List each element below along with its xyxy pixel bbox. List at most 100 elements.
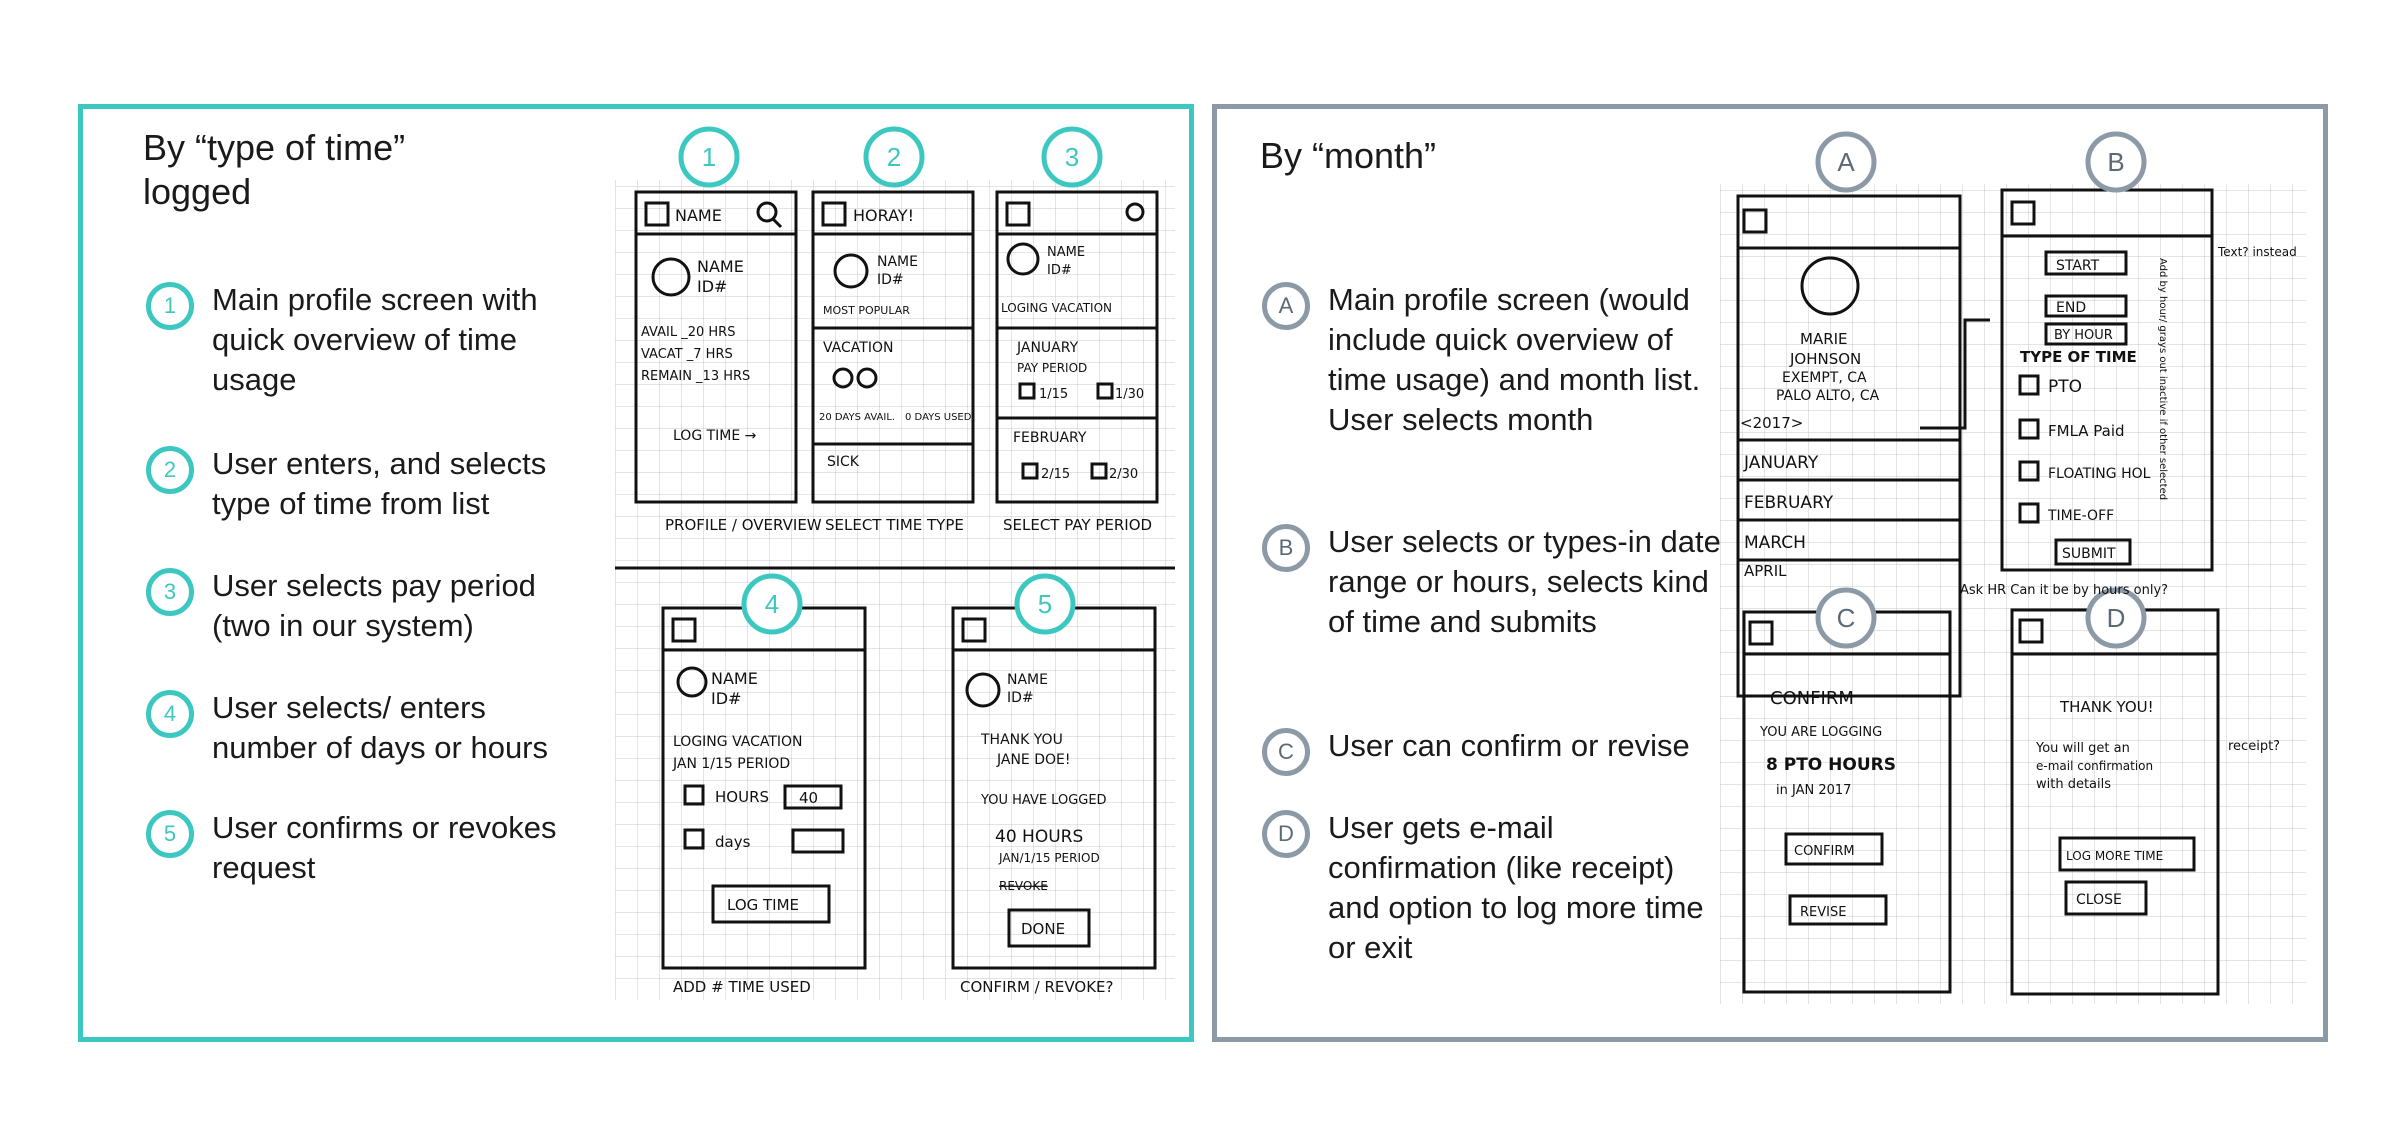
right-step-d: D User gets e-mail confirmation (like re…	[1262, 808, 1722, 968]
s2-days-used: 0 DAYS USED	[905, 412, 972, 423]
sA-name2: JOHNSON	[1789, 350, 1861, 368]
step-badge: A	[1262, 282, 1310, 330]
left-step-1: 1 Main profile screen with quick overvie…	[146, 280, 586, 400]
s5-revoke: REVOKE	[999, 879, 1048, 893]
right-step-c: C User can confirm or revise	[1262, 726, 1722, 776]
s3-p1: 1/15	[1039, 387, 1068, 402]
s2-popular: MOST POPULAR	[823, 304, 910, 317]
caption-2: SELECT TIME TYPE	[825, 516, 964, 534]
sketch-badge-4: 4	[765, 589, 779, 619]
sD-msg3: with details	[2036, 777, 2111, 792]
sD-note: receipt?	[2228, 739, 2280, 754]
s1-remain: REMAIN _13 HRS	[641, 369, 750, 384]
sketch-badge-c: C	[1837, 603, 1856, 633]
s4-days: days	[715, 833, 751, 851]
sketch-badge-a: A	[1837, 147, 1855, 177]
step-badge: 1	[146, 282, 194, 330]
s3-name: NAME	[1047, 245, 1085, 260]
sA-line3: EXEMPT, CA	[1782, 370, 1867, 386]
sA-m1: JANUARY	[1743, 453, 1819, 473]
step-text: User selects or types-in date range or h…	[1328, 524, 1721, 639]
sketch-badge-d: D	[2107, 603, 2126, 633]
s3-month2: FEBRUARY	[1013, 430, 1087, 446]
s4-id: ID#	[711, 689, 741, 708]
s3-month1: JANUARY	[1016, 340, 1079, 356]
left-title-line2: logged	[143, 171, 252, 212]
sB-start: START	[2056, 258, 2100, 274]
panel-month	[1212, 104, 2328, 1042]
s3-p4: 2/30	[1109, 467, 1138, 482]
s2-days-avail: 20 DAYS AVAIL.	[819, 412, 895, 423]
right-panel-title: By “month”	[1260, 135, 1437, 176]
s4-hours-val: 40	[799, 789, 818, 807]
sA-m4: APRIL	[1744, 562, 1787, 580]
step-badge: B	[1262, 524, 1310, 572]
s5-logged: YOU HAVE LOGGED	[980, 793, 1107, 808]
s3-pay: PAY PERIOD	[1017, 361, 1087, 375]
sD-msg2: e-mail confirmation	[2036, 759, 2153, 773]
s1-avail: AVAIL _20 HRS	[641, 325, 735, 340]
s2-item2: SICK	[827, 454, 860, 470]
s2-id: ID#	[877, 272, 904, 288]
sketch-badge-2: 2	[887, 142, 901, 172]
sketch-badge-5: 5	[1038, 589, 1052, 619]
s1-vacat: VACAT _7 HRS	[641, 347, 733, 362]
caption-1: PROFILE / OVERVIEW	[665, 516, 822, 534]
s2-item: VACATION	[823, 340, 893, 356]
sC-confirm-title: CONFIRM	[1770, 688, 1854, 709]
left-step-3: 3 User selects pay period (two in our sy…	[146, 566, 586, 646]
s5-id: ID#	[1007, 690, 1034, 706]
sketch-badge-1: 1	[702, 142, 716, 172]
step-text: User can confirm or revise	[1328, 728, 1690, 763]
sketch-badge-3: 3	[1065, 142, 1079, 172]
step-badge: 4	[146, 690, 194, 738]
step-text: Main profile screen with quick overview …	[212, 282, 538, 397]
s5-cta: DONE	[1021, 920, 1065, 938]
sC-amount: 8 PTO HOURS	[1766, 755, 1896, 775]
s4-hours: HOURS	[715, 788, 769, 806]
sB-submit: SUBMIT	[2062, 546, 2116, 562]
sC-when: in JAN 2017	[1776, 783, 1851, 798]
s3-p2: 1/30	[1115, 387, 1144, 402]
sB-byhour: BY HOUR	[2054, 328, 2113, 343]
step-text: User selects pay period (two in our syst…	[212, 568, 536, 643]
s2-header: HORAY!	[853, 206, 914, 225]
type-of-time-sketch: 1 2 3 4 5 NAME NAME ID# AVAIL _20 HRS VA…	[615, 120, 1175, 1000]
sketch-badge-b: B	[2107, 147, 2124, 177]
step-text: Main profile screen (would include quick…	[1328, 282, 1701, 437]
s1-name: NAME	[697, 257, 744, 276]
sC-confirm: CONFIRM	[1794, 844, 1855, 859]
step-badge: 3	[146, 568, 194, 616]
step-badge: 5	[146, 810, 194, 858]
left-title-line1: By “type of time”	[143, 127, 406, 168]
sB-end: END	[2056, 300, 2086, 316]
caption-5: CONFIRM / REVOKE?	[960, 978, 1114, 996]
caption-3: SELECT PAY PERIOD	[1003, 516, 1152, 534]
sD-more: LOG MORE TIME	[2066, 849, 2163, 863]
s5-thanks: THANK YOU	[980, 732, 1063, 748]
left-step-4: 4 User selects/ enters number of days or…	[146, 688, 586, 768]
sC-revise: REVISE	[1800, 905, 1846, 920]
s5-who: JANE DOE!	[996, 752, 1071, 768]
s4-cta: LOG TIME	[727, 896, 799, 914]
step-badge: C	[1262, 728, 1310, 776]
step-text: User gets e-mail confirmation (like rece…	[1328, 810, 1704, 965]
left-step-2: 2 User enters, and selects type of time …	[146, 444, 586, 524]
sB-o3: FLOATING HOL	[2048, 466, 2151, 482]
right-step-b: B User selects or types-in date range or…	[1262, 522, 1722, 642]
sB-o4: TIME-OFF	[2047, 508, 2114, 524]
month-sketch: A B C D MARIE JOHNSON EXEMPT, CA PALO AL…	[1720, 124, 2310, 1004]
sA-line4: PALO ALTO, CA	[1776, 388, 1880, 404]
sB-type: TYPE OF TIME	[2020, 348, 2137, 366]
sC-logging: YOU ARE LOGGING	[1759, 725, 1882, 740]
s5-period: JAN/1/15 PERIOD	[998, 851, 1100, 865]
s4-name: NAME	[711, 669, 758, 688]
sB-note3: Ask HR Can it be by hours only?	[1960, 583, 2168, 598]
s4-logging: LOGING VACATION	[673, 734, 803, 750]
step-badge: D	[1262, 810, 1310, 858]
panel-type-of-time	[78, 104, 1194, 1042]
left-panel-title: By “type of time” logged	[143, 126, 405, 214]
sD-thanks: THANK YOU!	[2059, 698, 2154, 716]
left-step-5: 5 User confirms or revokes request	[146, 808, 586, 888]
sA-year: <2017>	[1740, 414, 1803, 432]
